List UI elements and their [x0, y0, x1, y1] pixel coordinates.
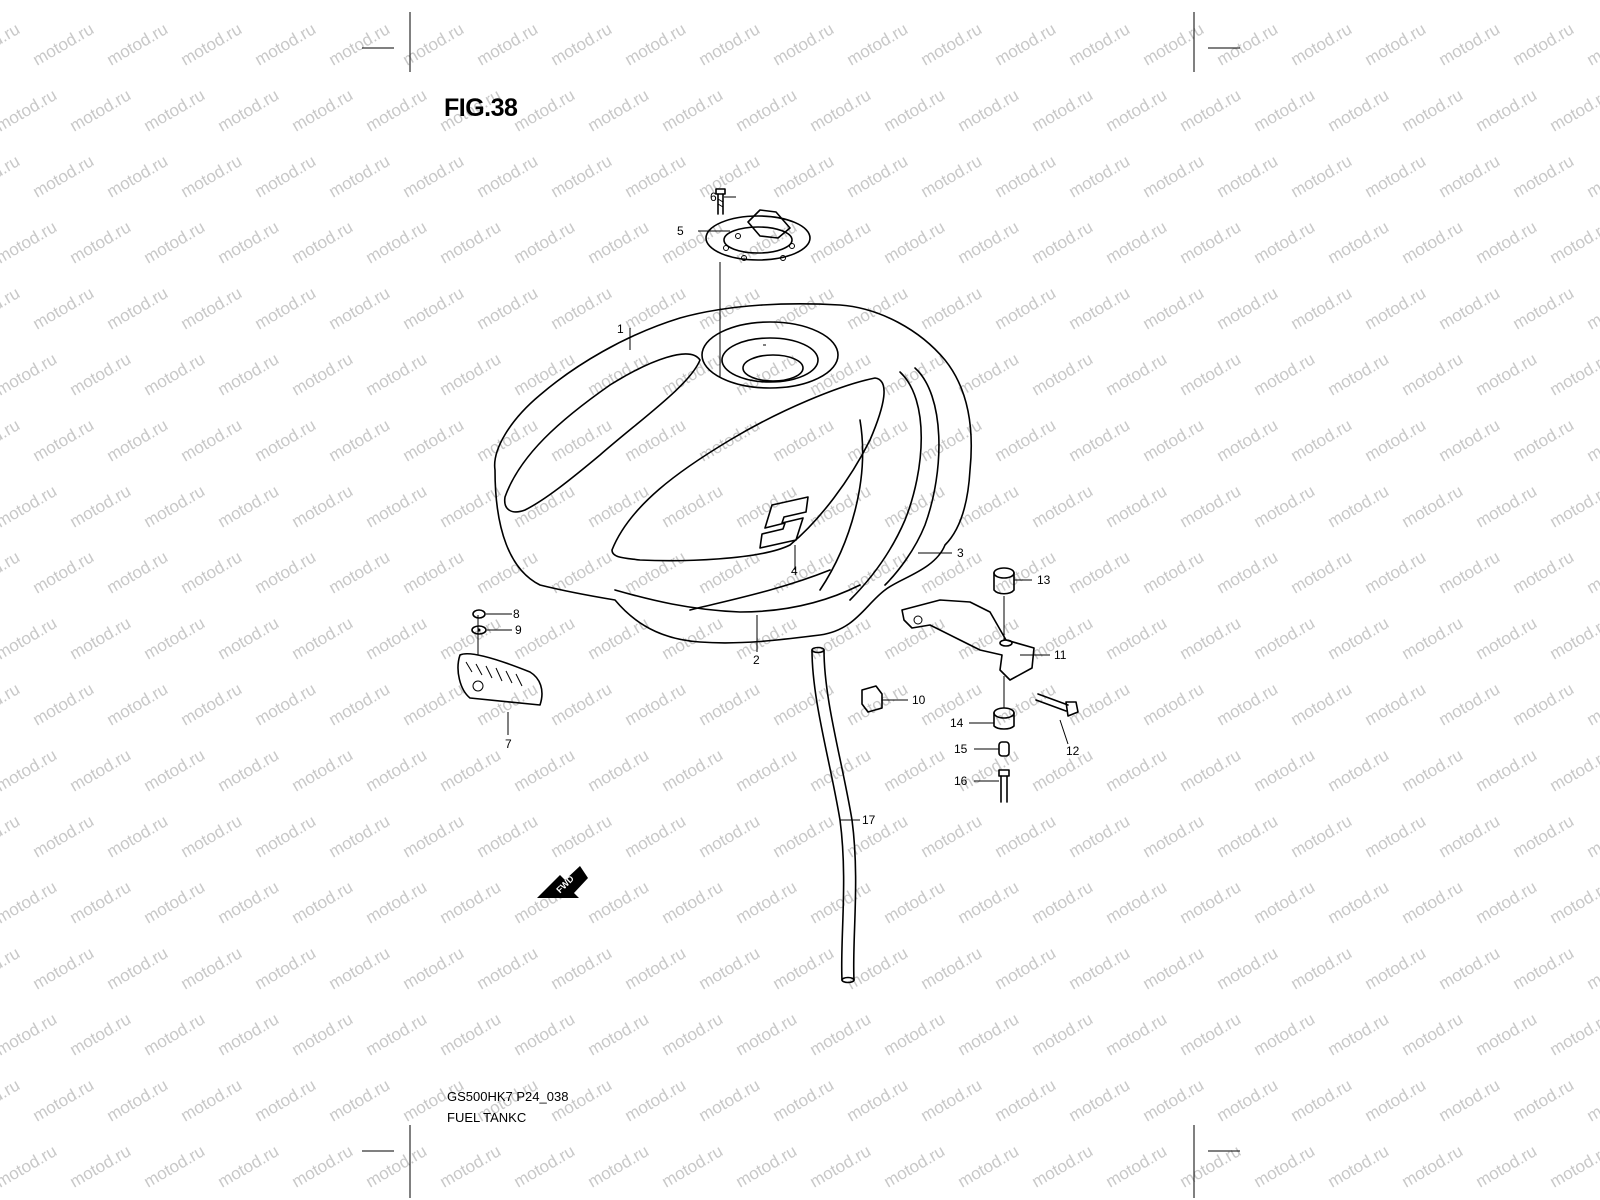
fwd-arrow: FWD — [537, 866, 588, 898]
drain-hose — [811, 646, 857, 984]
callout-2: 2 — [753, 653, 760, 667]
figure-title: FIG.38 — [444, 94, 518, 122]
top-grommet — [993, 567, 1015, 595]
crop-marks — [362, 12, 1240, 1198]
callout-4: 4 — [791, 564, 798, 578]
callout-1: 1 — [617, 322, 624, 336]
callout-3: 3 — [957, 546, 964, 560]
callout-9: 9 — [515, 623, 522, 637]
callout-16: 16 — [954, 774, 968, 788]
callout-11: 11 — [1054, 648, 1067, 662]
callout-13: 13 — [1037, 573, 1051, 587]
callout-10: 10 — [912, 693, 926, 707]
cap-bolt — [715, 188, 726, 215]
cushion-block — [861, 685, 883, 713]
emblem — [759, 496, 809, 549]
figure-caption: FUEL TANKC — [447, 1110, 527, 1125]
callout-6: 6 — [710, 190, 717, 204]
fuel-cap — [705, 209, 811, 378]
fuel-tank — [493, 303, 973, 644]
callout-7: 7 — [505, 737, 512, 751]
rear-cushion — [457, 615, 543, 706]
lower-mount-parts — [993, 676, 1015, 803]
callout-labels: 1 2 3 4 5 6 7 8 9 10 11 12 13 14 15 16 1… — [505, 190, 1080, 827]
bracket-bolt — [1035, 693, 1079, 745]
callout-14: 14 — [950, 716, 964, 730]
callout-15: 15 — [954, 742, 968, 756]
model-code: GS500HK7 P24_038 — [447, 1089, 569, 1104]
screw-washer — [471, 609, 487, 635]
callout-8: 8 — [513, 607, 520, 621]
callout-12: 12 — [1066, 744, 1080, 758]
leader-lines — [486, 196, 1050, 821]
callout-17: 17 — [862, 813, 876, 827]
callout-5: 5 — [677, 224, 684, 238]
front-bracket — [901, 596, 1035, 681]
